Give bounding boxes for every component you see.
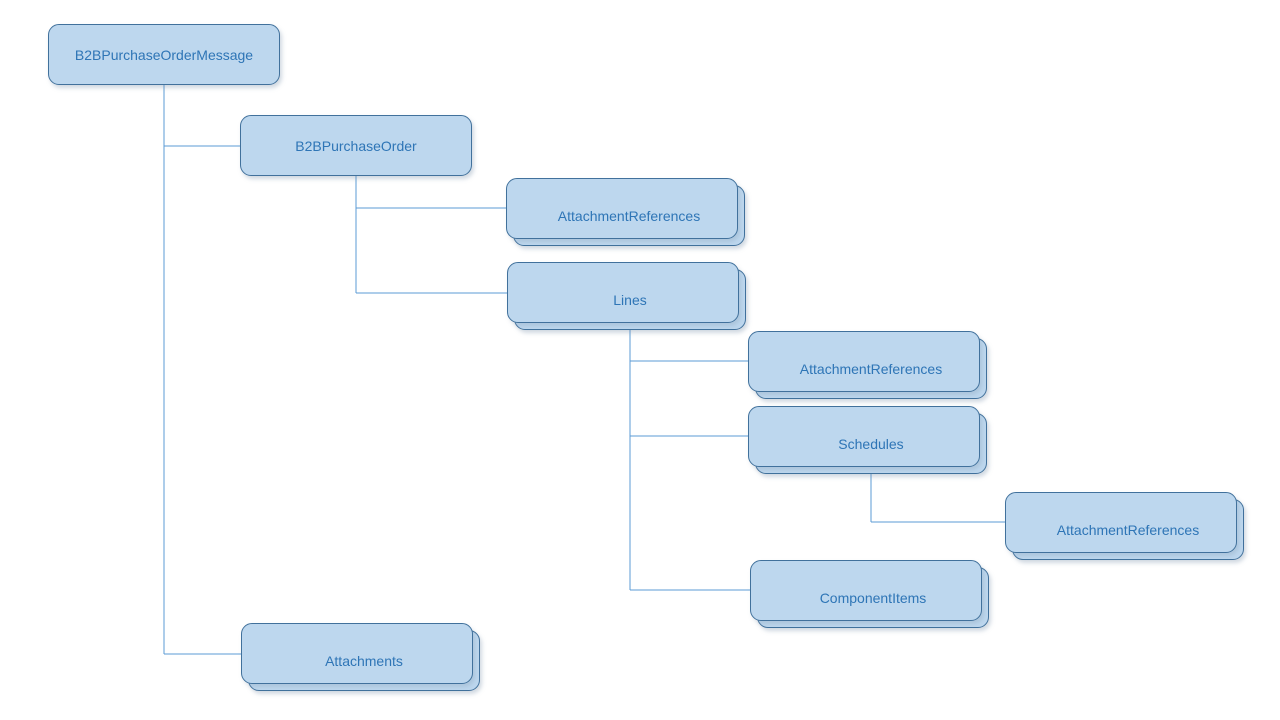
node-component-items[interactable]: ComponentItems (749, 559, 989, 628)
node-label: Lines (613, 291, 647, 308)
node-attachment-references-3[interactable]: AttachmentReferences (1004, 491, 1244, 560)
node-b2b-purchase-order[interactable]: B2BPurchaseOrder (240, 115, 472, 176)
node-attachments[interactable]: Attachments (240, 622, 480, 691)
node-label: AttachmentReferences (1056, 521, 1200, 538)
node-attachment-references-2[interactable]: AttachmentReferences (747, 330, 987, 399)
node-label: AttachmentReferences (557, 207, 701, 224)
node-label: Attachments (325, 652, 403, 669)
node-label: AttachmentReferences (799, 360, 943, 377)
node-attachment-references-1[interactable]: AttachmentReferences (505, 177, 745, 246)
node-schedules[interactable]: Schedules (747, 405, 987, 474)
node-label: B2BPurchaseOrderMessage (74, 46, 254, 63)
node-lines[interactable]: Lines (506, 261, 746, 330)
node-b2b-purchase-order-message[interactable]: B2BPurchaseOrderMessage (48, 24, 280, 85)
node-label: B2BPurchaseOrder (295, 137, 417, 154)
node-label: Schedules (838, 435, 904, 452)
node-label: ComponentItems (819, 589, 927, 606)
